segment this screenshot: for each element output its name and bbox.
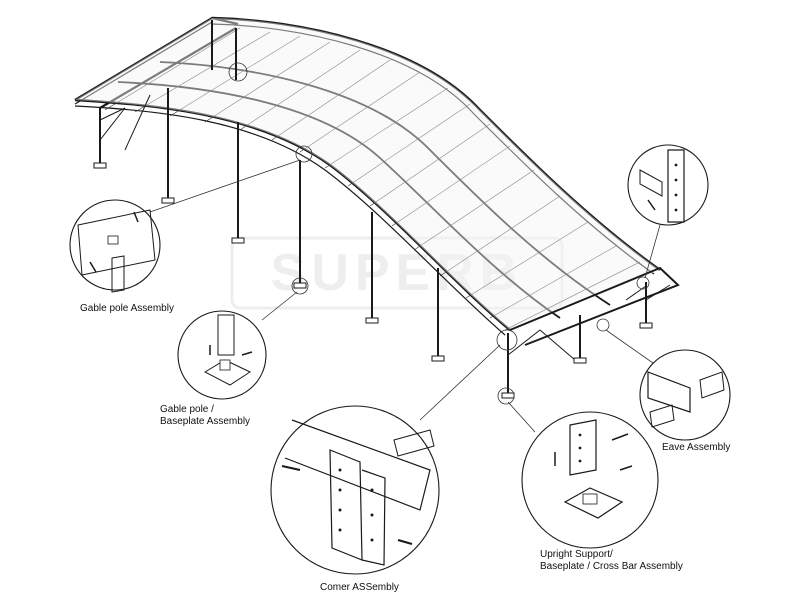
end-eave-rail — [509, 266, 680, 346]
arch-rafter-1 — [211, 16, 661, 271]
detail-upright — [521, 411, 659, 549]
frame-marker-eave — [596, 318, 610, 332]
watermark-logo: SUPERB — [230, 236, 564, 310]
label-gable-pole: Gable pole Assembly — [80, 303, 174, 314]
diagonal-braces — [99, 94, 671, 361]
baseplates — [93, 162, 653, 399]
roof-membrane — [75, 18, 660, 330]
label-eave: Eave Assembly — [662, 442, 730, 453]
svg-text:SUPERB: SUPERB — [271, 244, 524, 302]
upright-legs — [99, 20, 647, 395]
frame-marker-upright — [497, 387, 515, 405]
frame-marker-gable-pole — [295, 145, 313, 163]
label-corner-line-1: Comer ASSembly — [320, 582, 399, 593]
label-upright-line-1: Upright Support/ — [540, 549, 613, 560]
detail-top-eave — [627, 144, 709, 226]
frame-marker-gable-baseplate — [291, 277, 309, 295]
label-upright-line-2: Baseplate / Cross Bar Assembly — [540, 561, 683, 572]
frame-marker-corner — [496, 329, 518, 351]
frame-marker-top-eave — [228, 62, 248, 82]
label-gable-baseplate-line-1: Gable pole / — [160, 404, 214, 415]
detail-gable-pole — [69, 199, 161, 293]
label-gable-pole-line-1: Gable pole Assembly — [80, 303, 174, 314]
side-eave-rail-front — [99, 27, 237, 109]
label-corner: Comer ASSembly — [320, 582, 399, 593]
crossbar-part — [393, 429, 435, 457]
arch-rafter-3 — [117, 81, 561, 319]
label-gable-baseplate-line-2: Baseplate Assembly — [160, 416, 250, 427]
detail-eave — [639, 349, 731, 441]
detail-corner — [270, 405, 440, 575]
tent-frame — [74, 16, 680, 405]
frame-marker-end — [636, 276, 650, 290]
arch-rafter-2 — [159, 61, 611, 306]
label-upright: Upright Support/ Baseplate / Cross Bar A… — [540, 549, 683, 572]
detail-gable-baseplate — [177, 310, 267, 400]
label-gable-baseplate: Gable pole / Baseplate Assembly — [160, 404, 250, 427]
label-eave-line-1: Eave Assembly — [662, 442, 730, 453]
